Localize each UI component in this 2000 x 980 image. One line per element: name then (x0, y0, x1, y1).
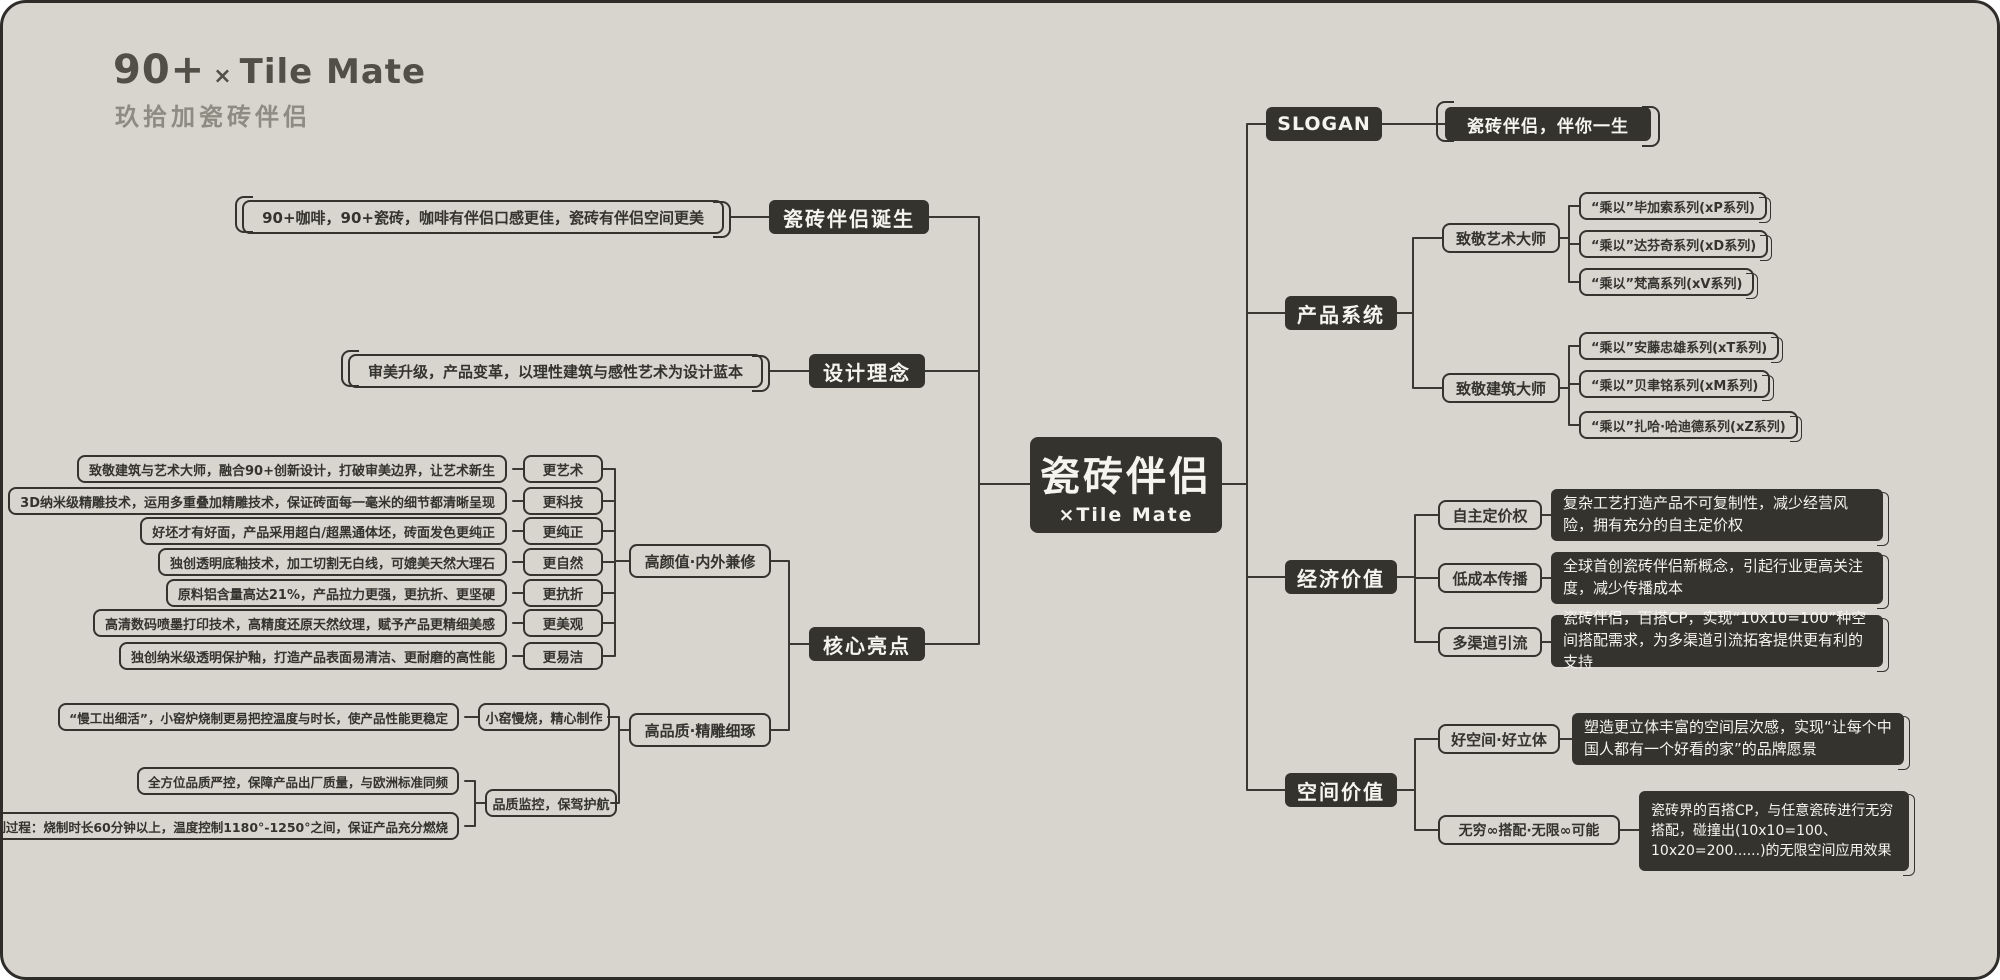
wire-products (1396, 237, 1443, 389)
brand-logo-mark: 90+ (113, 47, 206, 93)
concept-item: 审美升级，产品变革，以理性建筑与感性艺术为设计蓝本 (340, 350, 771, 392)
quality-monitor-text: 全方位品质严控，保障产品出厂质量，与欧洲标准同频 (136, 767, 459, 795)
slogan-item: 瓷砖伴侣，伴你一生 (1436, 101, 1660, 147)
central-node: 瓷砖伴侣 ×Tile Mate (1030, 437, 1222, 533)
highlight-row-tag: 更艺术 (523, 455, 603, 483)
highlight-row-tag: 更易洁 (523, 642, 603, 670)
trunk-right (1221, 123, 1286, 791)
wire-appearance (602, 468, 630, 657)
space-row-label: 无穷∞搭配·无限∞可能 (1438, 815, 1620, 845)
brand-logo-subtitle: 玖拾加瓷砖伴侣 (115, 103, 311, 131)
wire-arch-series (1559, 345, 1580, 426)
highlight-row-text: 独创透明底釉技术，加工切割无白线，可媲美天然大理石 (157, 548, 507, 576)
quality-slow-text: “慢工出细活”，小窑炉烧制更易把控温度与时长，使产品性能更稳定 (58, 703, 459, 731)
series-item: “乘以”扎哈·哈迪德系列(xZ系列) (1579, 411, 1802, 442)
highlight-row-tag: 更纯正 (523, 517, 603, 545)
space-row-label: 好空间·好立体 (1438, 724, 1560, 754)
space-row-desc: 瓷砖界的百搭CP，与任意瓷砖进行无穷搭配，碰撞出(10x10=100、10x20… (1639, 791, 1915, 876)
node-art-masters: 致敬艺术大师 (1442, 223, 1560, 253)
highlight-row-text: 高清数码喷墨打印技术，高精度还原天然纹理，赋予产品更精细美感 (92, 609, 507, 637)
highlight-row-tag: 更美观 (523, 609, 603, 637)
node-concept: 设计理念 (809, 354, 925, 388)
wire-highlights (770, 560, 810, 731)
economic-row-desc: 复杂工艺打造产品不可复制性，减少经营风险，拥有充分的自主定价权 (1551, 489, 1889, 546)
economic-row-label: 低成本传播 (1438, 563, 1542, 593)
series-item: “乘以”毕加索系列(xP系列) (1579, 192, 1771, 223)
highlight-row-text: 致敬建筑与艺术大师，融合90+创新设计，打破审美边界，让艺术新生 (77, 455, 507, 483)
node-arch-masters: 致敬建筑大师 (1442, 373, 1560, 403)
brand-logo: 90+ × Tile Mate (113, 47, 426, 93)
brand-logo-name: Tile Mate (239, 52, 427, 92)
series-item: “乘以”梵高系列(xV系列) (1579, 268, 1759, 299)
highlight-row-text: 独创纳米级透明保护釉，打造产品表面易清洁、更耐磨的高性能 (118, 642, 507, 670)
central-node-title: 瓷砖伴侣 (1040, 454, 1212, 500)
trunk-left (924, 216, 1031, 645)
economic-row-desc: 全球首创瓷砖伴侣新概念，引起行业更高关注度，减少传播成本 (1551, 552, 1889, 609)
quality-slow-label: 小窑慢烧，精心制作 (478, 703, 610, 731)
highlight-row-tag: 更自然 (523, 548, 603, 576)
wire-row-links (512, 468, 524, 657)
economic-row-label: 自主定价权 (1438, 500, 1542, 530)
quality-monitor-label: 品质监控，保驾护航 (485, 789, 617, 817)
economic-row-desc: 瓷砖伴侣，百搭CP，实现“10x10=100”种空间搭配需求，为多渠道引流拓客提… (1551, 609, 1889, 672)
highlight-row-text: 3D纳米级精雕技术，运用多重叠加精雕技术，保证砖面每一毫米的细节都清晰呈现 (8, 487, 507, 515)
node-products: 产品系统 (1285, 296, 1397, 330)
wire-monitor (464, 780, 486, 827)
node-birth: 瓷砖伴侣诞生 (769, 200, 929, 234)
central-node-subtitle: ×Tile Mate (1058, 504, 1194, 526)
highlight-row-text: 原料铝含量高达21%，产品拉力更强，更抗折、更坚硬 (165, 579, 507, 607)
highlight-row-text: 好坯才有好面，产品采用超白/超黑通体坯，砖面发色更纯正 (140, 517, 507, 545)
multiply-icon: × (213, 64, 232, 89)
economic-row-label: 多渠道引流 (1438, 627, 1542, 657)
node-appearance: 高颜值·内外兼修 (629, 544, 771, 578)
node-economic: 经济价值 (1285, 560, 1397, 594)
node-quality: 高品质·精雕细琢 (629, 713, 771, 747)
series-item: “乘以”贝聿铭系列(xM系列) (1579, 370, 1775, 401)
highlight-row-tag: 更抗折 (523, 579, 603, 607)
quality-monitor-text: 烧制过程：烧制时长60分钟以上，温度控制1180°-1250°之间，保证产品充分… (3, 812, 459, 840)
node-space: 空间价值 (1285, 773, 1397, 807)
birth-item: 90+咖啡，90+瓷砖，咖啡有伴侣口感更佳，瓷砖有伴侣空间更美 (235, 196, 731, 238)
node-slogan: SLOGAN (1266, 107, 1382, 141)
series-item: “乘以”安藤忠雄系列(xT系列) (1579, 332, 1784, 363)
series-item: “乘以”达芬奇系列(xD系列) (1579, 230, 1773, 261)
wire-art-series (1559, 205, 1580, 283)
highlight-row-tag: 更科技 (523, 487, 603, 515)
space-row-desc: 塑造更立体丰富的空间层次感，实现“让每个中国人都有一个好看的家”的品牌愿景 (1572, 713, 1910, 770)
node-highlights: 核心亮点 (809, 627, 925, 661)
